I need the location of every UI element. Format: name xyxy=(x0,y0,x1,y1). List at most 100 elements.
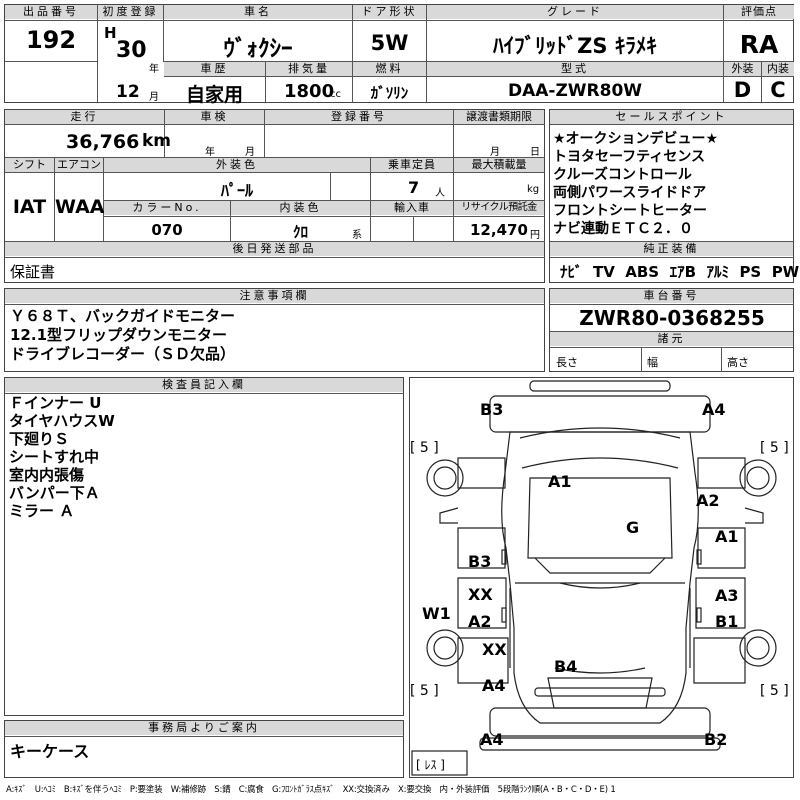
door-label: ドア形状 xyxy=(353,5,426,19)
inspection-year-unit: 年 xyxy=(205,147,215,158)
interior-label: 内装 xyxy=(762,62,794,76)
tire-mark: [ 5 ] xyxy=(410,683,439,699)
equipment-list: ﾅﾋﾞ TV ABS ｴｱB ｱﾙﾐ PS PW xyxy=(560,261,799,282)
month-unit: 月 xyxy=(149,92,159,103)
history-value: 自家用 xyxy=(185,84,243,106)
transfer-day-unit: 日 xyxy=(530,147,540,158)
inspector-line: シートすれ中 xyxy=(9,448,100,466)
era: H xyxy=(104,24,117,42)
displacement-value: 1800 xyxy=(284,81,335,102)
damage-mark: G xyxy=(626,518,640,537)
mileage-label: 走行 xyxy=(5,110,164,124)
note-line: 12.1型フリップダウンモニター xyxy=(10,326,228,344)
vehicle-info-table xyxy=(4,109,545,283)
exterior-value: D xyxy=(733,78,752,102)
damage-mark: A4 xyxy=(480,730,504,749)
inspector-line: 室内内張傷 xyxy=(9,466,85,484)
capacity-unit: 人 xyxy=(435,188,445,199)
history-label: 車歴 xyxy=(164,62,265,76)
transfer-label: 譲渡書類期限 xyxy=(454,110,544,124)
equipment-item: PS xyxy=(739,263,762,281)
capacity-label: 乗車定員 xyxy=(371,158,453,172)
sales-point-item: ナビ連動ＥＴＣ２．０ xyxy=(553,221,693,237)
first-reg-label: 初度登録 xyxy=(98,5,163,19)
interior-value: C xyxy=(770,78,786,102)
sales-point-item: トヨタセーフティセンス xyxy=(553,149,706,165)
score-label: 評価点 xyxy=(724,5,794,19)
equipment-item: ｱﾙﾐ xyxy=(706,263,729,281)
inspection-month-unit: 月 xyxy=(245,147,255,158)
note-line: Ｙ６８Ｔ、バックガイドモニター xyxy=(10,307,236,325)
shift-value: IAT xyxy=(12,196,47,218)
inspector-label: 検査員記入欄 xyxy=(5,378,403,392)
tire-mark: [ 5 ] xyxy=(760,440,789,456)
max-load-unit: kg xyxy=(527,184,540,195)
reg-year: 30 xyxy=(116,38,147,63)
damage-mark: A1 xyxy=(548,472,572,491)
inspector-line: ミラー Ａ xyxy=(9,502,75,520)
capacity-value: 7 xyxy=(408,178,420,197)
damage-mark: B2 xyxy=(704,730,728,749)
color-label: 外装色 xyxy=(104,158,370,172)
int-color-unit: 系 xyxy=(352,230,362,241)
damage-mark: A4 xyxy=(482,676,506,695)
damage-mark: B4 xyxy=(554,657,578,676)
equipment-item: PW xyxy=(771,263,800,281)
sales-point-item: 両側パワースライドドア xyxy=(553,185,707,201)
equipment-item: ﾅﾋﾞ xyxy=(560,263,583,281)
transfer-month-unit: 月 xyxy=(490,147,500,158)
dims-label: 諸元 xyxy=(550,332,793,346)
sales-points-box xyxy=(549,109,794,283)
spare-tire-label: [ ﾚｽ ] xyxy=(416,758,445,772)
sales-point-item: クルーズコントロール xyxy=(553,167,692,183)
tire-mark: [ 5 ] xyxy=(760,683,789,699)
score-value: RA xyxy=(739,30,779,59)
recycle-value: 12,470 xyxy=(470,221,528,239)
inspector-box xyxy=(4,377,404,716)
damage-diagram: [ 5 ] [ 5 ] [ 5 ] [ 5 ] [ ﾚｽ ] B3 A4 A1 … xyxy=(409,377,794,778)
model-label: 型式 xyxy=(427,62,723,76)
damage-mark: B3 xyxy=(468,552,492,571)
notes-lines: Ｙ６８Ｔ、バックガイドモニター 12.1型フリップダウンモニター ドライブレコー… xyxy=(10,307,235,364)
int-color-value: ｸﾛ xyxy=(292,223,308,241)
inspector-line: タイヤハウスW xyxy=(9,412,115,430)
ac-label: エアコン xyxy=(55,158,103,172)
damage-mark: B3 xyxy=(480,400,504,419)
color-no-value: 070 xyxy=(151,221,183,239)
equipment-item: TV xyxy=(592,263,615,281)
grade-value: ﾊｲﾌﾞﾘｯﾄﾞZS ｷﾗﾒｷ xyxy=(493,34,657,58)
office-label: 事務局よりご案内 xyxy=(5,721,403,735)
sales-points-label: セールスポイント xyxy=(550,110,793,124)
color-value: ﾊﾟｰﾙ xyxy=(220,181,253,200)
note-line: ドライブレコーダー（ＳＤ欠品） xyxy=(10,345,236,363)
notes-label: 注意事項欄 xyxy=(5,289,544,303)
equipment-item: ｴｱB xyxy=(669,263,697,281)
equipment-item: ABS xyxy=(625,263,660,281)
displacement-unit: cc xyxy=(330,89,341,100)
reg-month: 12 xyxy=(116,82,140,102)
lot-number: 192 xyxy=(25,26,77,54)
import-label: 輸入車 xyxy=(371,201,453,215)
int-color-label: 内装色 xyxy=(231,201,370,215)
max-load-label: 最大積載量 xyxy=(454,158,544,172)
car-name: ｳﾞｫｸｼｰ xyxy=(223,36,293,62)
inspector-line: Ｆインナー U xyxy=(9,394,102,412)
chassis-label: 車台番号 xyxy=(550,289,793,303)
sales-point-item: ★オークションデビュー★ xyxy=(553,131,719,147)
tire-mark: [ 5 ] xyxy=(410,440,439,456)
legend-footer: A:ｷｽﾞ U:ﾍｺﾐ B:ｷｽﾞを伴うﾍｺﾐ P:要塗装 W:補修跡 S:錆 … xyxy=(6,785,616,795)
mileage-value: 36,766 xyxy=(66,131,140,153)
damage-mark: A3 xyxy=(715,586,739,605)
lot-label: 出品番号 xyxy=(5,5,97,19)
damage-mark: B1 xyxy=(715,612,739,631)
color-no-label: カラーNo. xyxy=(104,201,230,215)
recycle-label: リサイクル預託金 xyxy=(454,201,544,215)
grade-label: グレード xyxy=(427,5,723,19)
inspector-line: バンパー下Ａ xyxy=(9,484,100,502)
chassis-number: ZWR80-0368255 xyxy=(579,306,765,330)
damage-mark: A1 xyxy=(715,527,739,546)
damage-mark: A4 xyxy=(702,400,726,419)
damage-mark: XX xyxy=(468,585,493,604)
car-name-label: 車名 xyxy=(164,5,352,19)
damage-mark: W1 xyxy=(422,604,451,623)
